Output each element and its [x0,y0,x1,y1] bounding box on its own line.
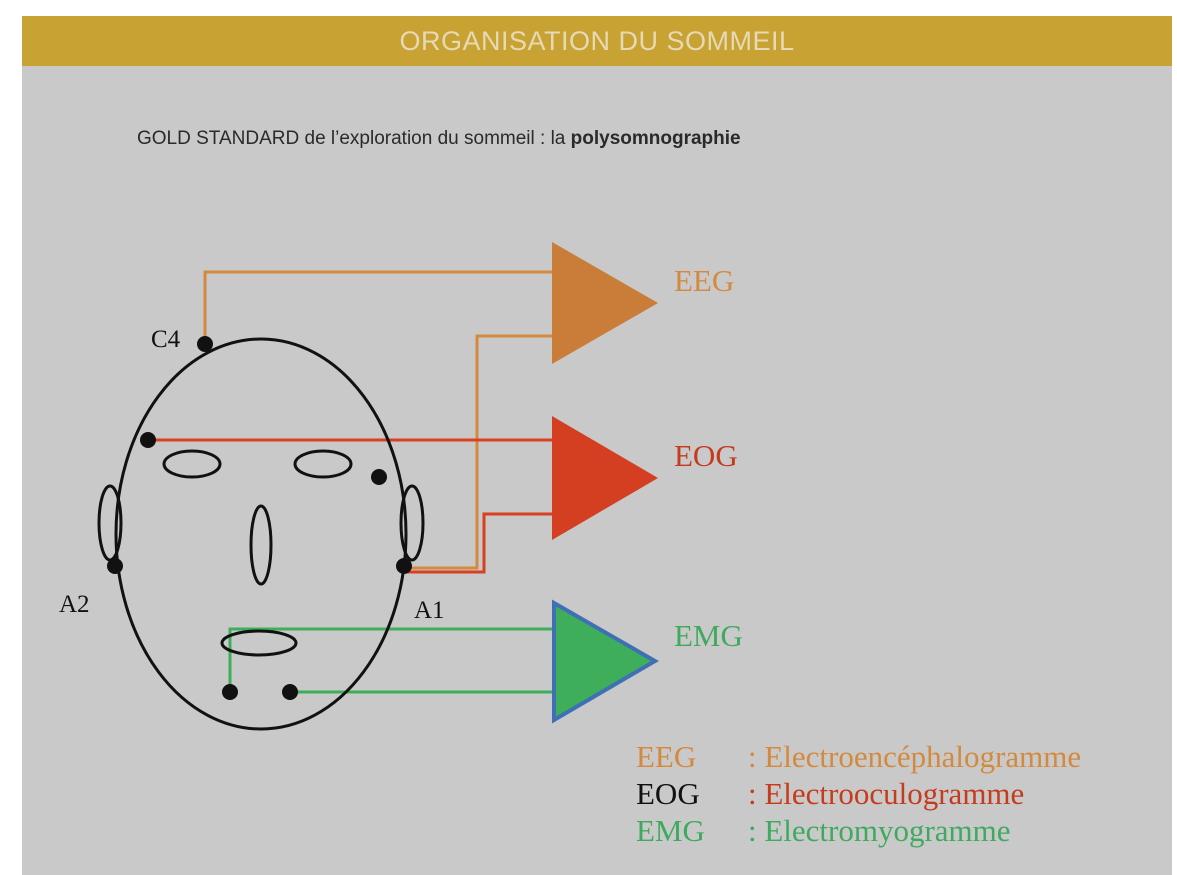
legend-desc: : Electrooculogramme [748,776,1025,811]
legend-abbr: EEG [636,739,697,774]
electrode-a1 [396,558,412,574]
polysomnography-diagram: EEG EOG EMG C4 A2 A1 [59,242,743,731]
legend: EEG : Electroencéphalogramme EOG : Elect… [636,738,1081,849]
legend-desc: : Electromyogramme [748,813,1011,848]
eog-amplifier-label: EOG [674,438,738,473]
emg-amplifier-label: EMG [674,618,743,653]
title-bar: ORGANISATION DU SOMMEIL [22,16,1172,66]
electrode-a2 [107,558,123,574]
eeg-wires [203,270,554,570]
right-eye [293,449,353,479]
electrode-c4 [197,336,213,352]
eeg-amplifier-label: EEG [674,263,734,298]
head-outline [114,337,408,731]
slide: ORGANISATION DU SOMMEIL GOLD STANDARD de… [22,16,1172,875]
legend-row-eeg: EEG : Electroencéphalogramme [636,738,1081,775]
electrode-chin-right [282,684,298,700]
legend-row-eog: EOG : Electrooculogramme [636,775,1081,812]
electrode-chin-left [222,684,238,700]
eeg-amplifier [552,242,658,364]
legend-abbr: EOG [636,776,700,811]
emg-amplifier [552,599,659,724]
electrode-label-a2: A2 [59,591,90,618]
subtitle-prefix: GOLD STANDARD de l’exploration du sommei… [137,128,571,149]
legend-abbr: EMG [636,813,705,848]
slide-subtitle: GOLD STANDARD de l’exploration du sommei… [137,128,741,150]
eog-wire-a1 [404,512,554,574]
electrode-eye-right [371,469,387,485]
emg-wire-left [228,627,554,692]
electrode-eye-left [140,432,156,448]
eog-amplifier [552,416,658,540]
legend-desc: : Electroencéphalogramme [748,739,1082,774]
eeg-wire-c4 [203,270,554,344]
mouth [220,629,298,657]
eog-wires [148,438,554,574]
legend-row-emg: EMG : Electromyogramme [636,812,1081,849]
nose [249,504,273,586]
electrode-label-a1: A1 [414,597,445,624]
right-ear [399,484,425,562]
head-drawing [97,337,425,731]
eeg-wire-a1 [404,334,554,570]
left-eye [162,449,222,479]
electrodes [107,336,412,700]
electrode-label-c4: C4 [151,326,181,353]
subtitle-bold: polysomnographie [570,128,741,149]
emg-wires [228,627,554,694]
slide-title: ORGANISATION DU SOMMEIL [399,25,795,56]
